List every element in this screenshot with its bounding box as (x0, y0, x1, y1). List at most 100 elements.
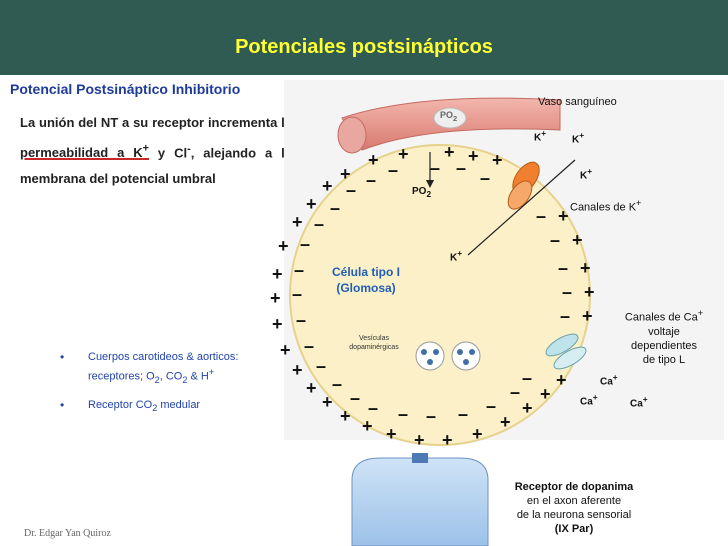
ca-ion-label: Ca+ (600, 372, 618, 388)
charge-plus: + (340, 164, 351, 184)
para-text-2: y Cl (148, 145, 188, 161)
charge-minus: – (388, 160, 398, 180)
charge-plus: + (500, 412, 511, 432)
charge-minus: – (368, 398, 378, 418)
charge-minus: – (430, 158, 440, 178)
charge-plus: + (468, 146, 479, 166)
charge-plus: + (540, 384, 551, 404)
vessel-opening (337, 116, 367, 154)
charge-plus: + (444, 142, 455, 162)
charge-plus: + (522, 398, 533, 418)
charge-minus: – (294, 260, 304, 280)
charge-minus: – (510, 382, 520, 402)
para-sup-1: + (142, 143, 149, 155)
charge-minus: – (304, 336, 314, 356)
bullet-list: Cuerpos carotideos & aorticos: receptore… (60, 350, 280, 426)
para-underlined-text: permeabilidad a K (20, 145, 143, 161)
charge-minus: – (398, 404, 408, 424)
charge-minus: – (366, 170, 376, 190)
charge-plus: + (306, 378, 317, 398)
charge-plus: + (572, 230, 583, 250)
charge-minus: – (330, 198, 340, 218)
charge-plus: + (368, 150, 379, 170)
para-text-3: , alejando a la membrana del potencial u… (20, 145, 292, 187)
charge-plus: + (556, 370, 567, 390)
cell-label: Célula tipo I(Glomosa) (331, 265, 400, 295)
charge-plus: + (580, 258, 591, 278)
charge-plus: + (386, 424, 397, 444)
page-title: Potenciales postsinápticos (235, 36, 493, 58)
charge-plus: + (270, 288, 281, 308)
charge-plus: + (584, 282, 595, 302)
charge-plus: + (472, 424, 483, 444)
charge-plus: + (292, 360, 303, 380)
charge-minus: – (300, 234, 310, 254)
charge-plus: + (398, 144, 409, 164)
k-efflux-arrow (467, 159, 576, 256)
charge-plus: + (582, 306, 593, 326)
charge-minus: – (332, 374, 342, 394)
po2-vessel-label: PO2 (440, 110, 458, 123)
charge-minus: – (296, 310, 306, 330)
po2-cell-label: PO2 (412, 186, 432, 199)
charge-minus: – (314, 214, 324, 234)
charge-minus: – (346, 180, 356, 200)
charge-plus: + (558, 206, 569, 226)
charge-plus: + (322, 392, 333, 412)
k-channel-label: Canales de K+ (570, 198, 642, 214)
header-bar (0, 0, 728, 75)
k-ion-label: K+ (572, 130, 585, 146)
charge-plus: + (340, 406, 351, 426)
bullet-item: Receptor CO2 medular (60, 398, 280, 416)
vessel-label: Vaso sanguíneo (538, 96, 617, 108)
charge-plus: + (492, 150, 503, 170)
charge-minus: – (316, 356, 326, 376)
k-ion-label: K+ (534, 128, 547, 144)
type-1-cell (289, 144, 591, 446)
description-paragraph: La unión del NT a su receptor incrementa… (20, 110, 292, 192)
para-underlined: permeabilidad a K+ (20, 143, 149, 161)
charge-minus: – (292, 284, 302, 304)
section-subtitle: Potencial Postsináptico Inhibitorio (10, 81, 241, 97)
dopamine-receptor (412, 453, 428, 463)
ca-channel (545, 333, 587, 370)
charge-plus: + (322, 176, 333, 196)
footer-author: Dr. Edgar Yan Quiroz (24, 528, 111, 539)
charge-plus: + (362, 416, 373, 436)
charge-minus: – (536, 206, 546, 226)
ca-ion-label: Ca+ (630, 394, 648, 410)
k-ion-label: K+ (450, 248, 463, 264)
charge-minus: – (560, 306, 570, 326)
charge-minus: – (350, 388, 360, 408)
charge-minus: – (562, 282, 572, 302)
charge-plus: + (414, 430, 425, 450)
receptor-terminal (351, 457, 489, 546)
charge-plus: + (280, 340, 291, 360)
charge-plus: + (272, 264, 283, 284)
ca-ion-label: Ca+ (580, 392, 598, 408)
bullet-item: Cuerpos carotideos & aorticos: receptore… (60, 350, 280, 388)
k-channel (507, 161, 540, 210)
charge-minus: – (426, 406, 436, 426)
charge-minus: – (480, 168, 490, 188)
charge-minus: – (558, 258, 568, 278)
charge-minus: – (456, 158, 466, 178)
para-text-1: La unión del NT a su receptor incrementa… (20, 115, 292, 130)
vesicle-group (415, 341, 481, 371)
k-ion-label: K+ (580, 166, 593, 182)
charge-plus: + (442, 430, 453, 450)
charge-plus: + (292, 212, 303, 232)
charge-plus: + (272, 314, 283, 334)
charge-plus: + (306, 194, 317, 214)
para-sup-2: - (187, 143, 191, 155)
charge-minus: – (486, 396, 496, 416)
charge-minus: – (550, 230, 560, 250)
charge-plus: + (278, 236, 289, 256)
charge-minus: – (522, 368, 532, 388)
charge-minus: – (458, 404, 468, 424)
po2-bubble (433, 107, 467, 129)
